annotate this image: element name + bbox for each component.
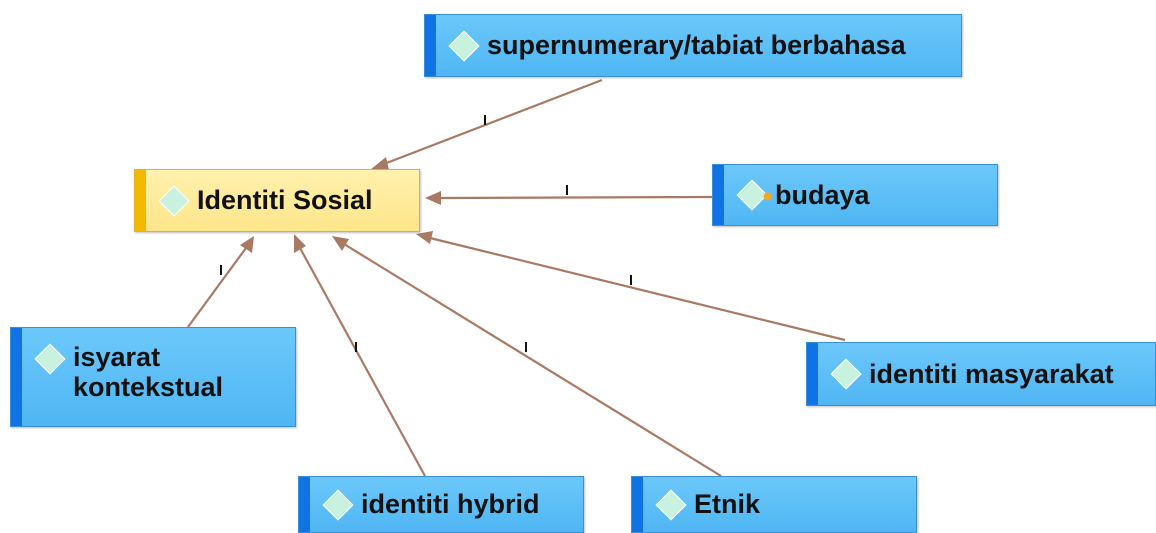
node-etnik[interactable]: Etnik [631,476,917,533]
arrowhead-icon [416,231,433,244]
diamond-icon [655,488,687,521]
edge-identiti-masyarakat-to-identiti-sosial[interactable] [416,231,846,342]
node-identiti-sosial[interactable]: Identiti Sosial [134,169,420,232]
edge-identiti-hybrid-to-identiti-sosial[interactable] [294,234,426,477]
node-label: identiti masyarakat [869,358,1114,389]
arrowhead-icon [425,191,441,205]
edge-etnik-to-identiti-sosial[interactable] [332,236,722,477]
edge-line [299,247,426,477]
edge-line [429,236,846,342]
node-label: supernumerary/tabiat berbahasa [487,30,906,61]
edge-line [439,195,713,200]
comment-dot-icon [763,192,772,201]
diamond-icon [158,184,190,217]
arrowhead-icon [370,157,389,170]
node-budaya[interactable]: budaya [712,164,998,226]
edge-budaya-to-identiti-sosial[interactable] [425,185,713,205]
node-identiti-hybrid[interactable]: identiti hybrid [298,476,584,533]
node-identiti-masyarakat[interactable]: identiti masyarakat [806,342,1156,406]
edge-isyarat-kontekstual-to-identiti-sosial[interactable] [187,236,254,328]
diamond-icon [322,488,354,521]
node-label: Identiti Sosial [197,185,373,216]
diamond-icon [448,29,480,62]
diamond-icon [34,343,66,375]
edge-line [343,243,722,477]
node-label: budaya [775,179,870,210]
arrowhead-icon [294,234,306,253]
node-isyarat-kontekstual[interactable]: isyarat kontekstual [10,327,296,427]
arrowhead-icon [332,236,349,251]
diamond-icon [830,358,862,390]
node-supernumerary[interactable]: supernumerary/tabiat berbahasa [424,14,962,77]
arrowhead-icon [240,236,254,253]
edge-line [187,247,247,328]
node-label: isyarat kontekstual [73,342,224,403]
node-label: identiti hybrid [361,489,540,520]
node-label: Etnik [694,489,761,520]
edge-supernumerary-to-identiti-sosial[interactable] [370,78,603,170]
diamond-icon [736,179,772,211]
edge-line [383,78,603,166]
